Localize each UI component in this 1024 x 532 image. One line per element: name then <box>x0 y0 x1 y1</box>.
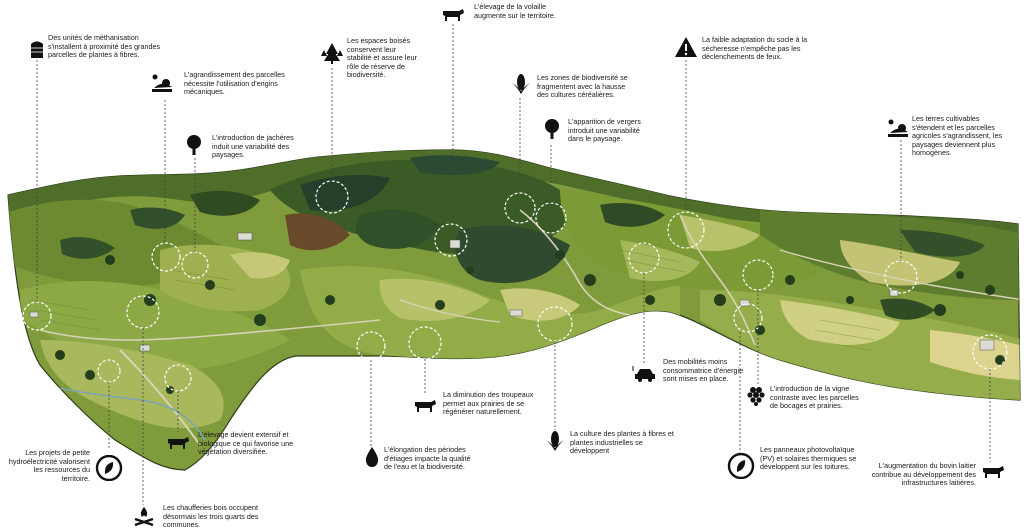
car-charging-icon <box>632 362 656 384</box>
annotation-chaufferies: Les chaufferies bois occupent désormais … <box>163 503 259 530</box>
cow-icon <box>981 460 1005 482</box>
campfire-icon <box>132 505 156 527</box>
water-leaf-icon <box>727 453 755 479</box>
annotation-hydroelectricite: Les projets de petite hydroélectricité v… <box>8 448 90 483</box>
annotation-terres-cultivables: Les terres cultivables s'étendent et les… <box>912 114 1003 158</box>
annotation-vergers: L'apparition de vergers introduit une va… <box>568 117 641 144</box>
tractor-sun-icon <box>150 72 174 94</box>
annotation-agrandissement: L'agrandissement des parcelles nécessite… <box>184 70 285 97</box>
annotation-espaces-boises: Les espaces boisés conservent leur stabi… <box>347 36 417 80</box>
fire-warning-icon <box>674 36 698 58</box>
cow-icon <box>413 394 437 416</box>
annotation-elevage-extensif: L'élevage devient extensif et biologique… <box>198 430 294 457</box>
cow-icon <box>441 3 465 25</box>
tractor-sun-icon <box>886 117 910 139</box>
annotation-etiages: L'élongation des périodes d'étiages impa… <box>384 445 471 472</box>
corn-icon <box>543 430 567 452</box>
tree-icon <box>182 134 206 156</box>
annotation-troupeaux: La diminution des troupeaux permet aux p… <box>443 390 534 417</box>
annotation-secheresse: La faible adaptation du socle à la séche… <box>702 35 808 62</box>
annotation-jacheres: L'introduction de jachères induit une va… <box>212 133 294 160</box>
silo-icon <box>25 38 49 60</box>
cow-icon <box>166 431 190 453</box>
water-leaf-icon <box>95 455 123 481</box>
grapes-icon <box>745 384 769 406</box>
annotation-volaille: L'élevage de la volaille augmente sur le… <box>474 2 556 20</box>
annotation-mobilites: Des mobilités moins consommatrice d'éner… <box>663 357 744 384</box>
water-drop-icon <box>360 446 384 468</box>
annotation-biodiversite: Les zones de biodiversité se fragmentent… <box>537 73 628 100</box>
annotation-methanisation: Des unités de méthanisation s'installent… <box>48 33 161 60</box>
tree-icon <box>540 118 564 140</box>
corn-icon <box>509 73 533 95</box>
annotation-panneaux: Les panneaux photovoltaïque (PV) et sola… <box>760 445 857 472</box>
annotation-plantes-fibres: La culture des plantes à fibres et plant… <box>570 429 674 456</box>
forest-icon <box>320 42 344 64</box>
annotation-bovin-laitier: L'augmentation du bovin laitier contribu… <box>871 461 976 488</box>
annotation-vigne: L'introduction de la vigne contraste ave… <box>770 384 859 411</box>
